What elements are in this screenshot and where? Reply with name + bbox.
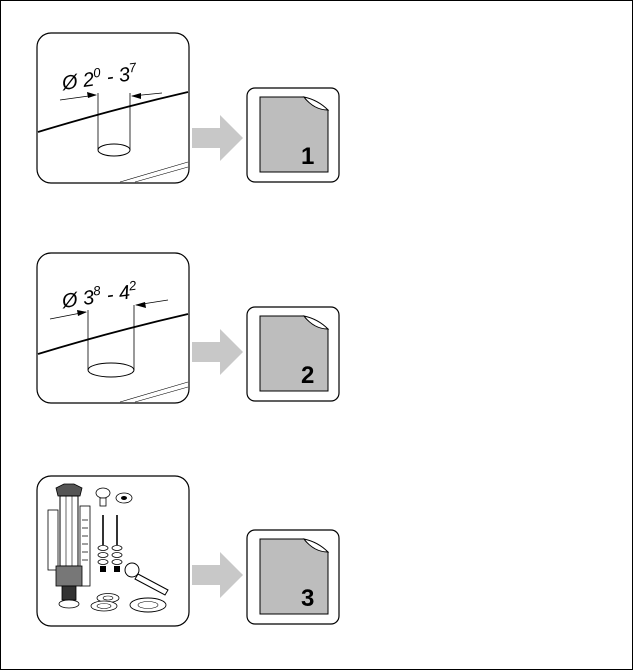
page-number-1: 1 [301, 143, 314, 170]
arrow-right-icon [192, 329, 243, 375]
flush-valve-parts-icon [36, 475, 190, 627]
hole-diagram-icon: Ø 38 - 42 [36, 252, 190, 404]
document-page-icon: 2 [246, 306, 340, 402]
hole-diagram-icon: Ø 20 - 37 [36, 32, 190, 184]
arrow-right-icon [192, 552, 243, 598]
page-number-3: 3 [301, 585, 314, 612]
step-2: Ø 38 - 42 2 [36, 252, 340, 404]
arrow-right-icon [192, 115, 243, 161]
document-page-icon: 1 [246, 87, 340, 183]
dimension-label-2: Ø 38 - 42 [59, 278, 139, 314]
step-1: Ø 20 - 37 1 [36, 32, 340, 184]
document-page-icon: 3 [246, 529, 340, 625]
page-number-2: 2 [301, 362, 314, 389]
step-3: 3 [36, 475, 340, 627]
dimension-label-1: Ø 20 - 37 [59, 60, 139, 96]
